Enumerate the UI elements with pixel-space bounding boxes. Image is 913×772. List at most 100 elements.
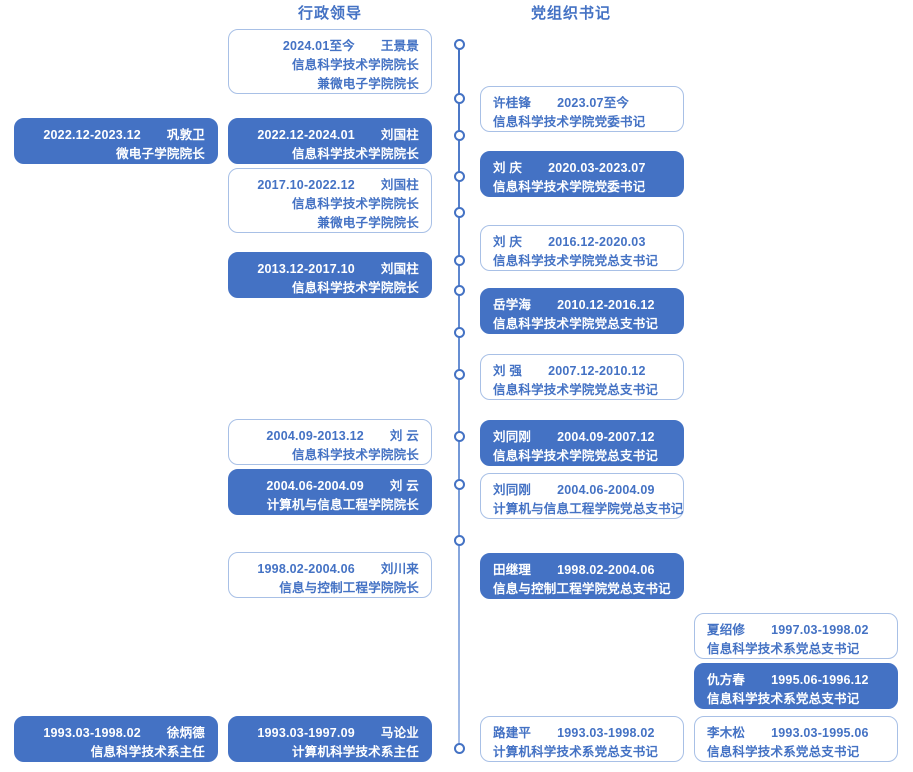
card-role-secondary: 兼微电子学院院长 [317, 216, 419, 230]
timeline-node-8 [454, 369, 465, 380]
timeline-node-2 [454, 130, 465, 141]
card-headline: 2022.12-2024.01 刘国柱 [241, 126, 419, 145]
card-period: 1995.06-1996.12 [771, 673, 869, 687]
timeline-node-6 [454, 285, 465, 296]
card-period: 2023.07至今 [557, 96, 630, 110]
timeline-card-liu-qing-2020[interactable]: 刘 庆 2020.03-2023.07 信息科学技术学院党委书记 [480, 151, 684, 197]
card-period: 2004.06-2004.09 [557, 483, 655, 497]
card-period: 2020.03-2023.07 [548, 161, 646, 175]
card-headline: 刘同刚 2004.06-2004.09 [493, 481, 671, 500]
card-name: 刘 云 [389, 429, 419, 443]
card-role: 信息科学技术系党总支书记 [707, 692, 860, 706]
timeline-node-5 [454, 255, 465, 266]
card-name: 刘国柱 [380, 262, 419, 276]
card-role: 信息科学技术学院院长 [291, 147, 419, 161]
timeline-node-0 [454, 39, 465, 50]
timeline-card-qiu-fangchun[interactable]: 仇方春 1995.06-1996.12 信息科学技术系党总支书记 [694, 663, 898, 709]
card-role: 信息与控制工程学院党总支书记 [493, 582, 671, 596]
timeline-card-xu-bingde[interactable]: 1993.03-1998.02 徐炳德信息科学技术系主任 [14, 716, 218, 762]
card-role: 信息科学技术系党总支书记 [707, 642, 860, 656]
card-headline: 田继理 1998.02-2004.06 [493, 561, 671, 580]
card-period: 2016.12-2020.03 [548, 235, 646, 249]
timeline-card-liu-guozhu-2022[interactable]: 2022.12-2024.01 刘国柱信息科学技术学院院长 [228, 118, 432, 164]
card-role: 信息科学技术学院院长 [291, 197, 419, 211]
timeline-node-11 [454, 535, 465, 546]
card-name: 马论业 [380, 726, 419, 740]
card-role-secondary: 兼微电子学院院长 [317, 77, 419, 91]
card-name: 刘 庆 [493, 161, 523, 175]
card-headline: 2004.09-2013.12 刘 云 [241, 427, 419, 446]
card-name: 刘 云 [389, 479, 419, 493]
card-role: 计算机科学技术系党总支书记 [493, 745, 659, 759]
card-role: 信息科学技术学院党委书记 [493, 180, 646, 194]
card-period: 1997.03-1998.02 [771, 623, 869, 637]
timeline-card-liu-chuanlai[interactable]: 1998.02-2004.06 刘川来信息与控制工程学院院长 [228, 552, 432, 598]
card-period: 1998.02-2004.06 [557, 563, 655, 577]
card-period: 1993.03-1995.06 [771, 726, 869, 740]
timeline-card-tian-jili[interactable]: 田继理 1998.02-2004.06 信息与控制工程学院党总支书记 [480, 553, 684, 599]
card-period: 2004.09-2013.12 [266, 429, 364, 443]
card-name: 仇方春 [707, 673, 746, 687]
card-period: 2022.12-2023.12 [43, 128, 141, 142]
card-role: 信息科学技术学院党总支书记 [493, 254, 659, 268]
card-name: 刘同刚 [493, 430, 532, 444]
card-name: 王景景 [380, 39, 419, 53]
card-period: 2022.12-2024.01 [257, 128, 355, 142]
card-role: 信息科学技术学院党总支书记 [493, 383, 659, 397]
card-period: 2004.09-2007.12 [557, 430, 655, 444]
card-role: 微电子学院院长 [116, 147, 205, 161]
timeline-card-liu-tonggang-2004-06[interactable]: 刘同刚 2004.06-2004.09 计算机与信息工程学院党总支书记 [480, 473, 684, 519]
card-role: 计算机与信息工程学院院长 [266, 498, 419, 512]
timeline-card-liu-yun-2004-09[interactable]: 2004.09-2013.12 刘 云信息科学技术学院院长 [228, 419, 432, 465]
timeline-node-12 [454, 743, 465, 754]
timeline-card-wang-jingjing[interactable]: 2024.01至今王景景信息科学技术学院院长兼微电子学院院长 [228, 29, 432, 94]
timeline-card-xia-shaoxiu[interactable]: 夏绍修 1997.03-1998.02 信息科学技术系党总支书记 [694, 613, 898, 659]
card-headline: 刘 庆 2020.03-2023.07 [493, 159, 671, 178]
card-period: 2024.01至今 [282, 39, 355, 53]
card-period: 1993.03-1998.02 [43, 726, 141, 740]
card-period: 1998.02-2004.06 [257, 562, 355, 576]
card-name: 夏绍修 [707, 623, 746, 637]
card-name: 刘国柱 [380, 128, 419, 142]
card-name: 徐炳德 [166, 726, 205, 740]
card-headline: 许桂锋 2023.07至今 [493, 94, 671, 113]
card-name: 刘同刚 [493, 483, 532, 497]
card-name: 刘川来 [380, 562, 419, 576]
card-name: 田继理 [493, 563, 532, 577]
card-role: 信息科学技术系主任 [90, 745, 205, 759]
card-name: 许桂锋 [493, 96, 532, 110]
timeline-node-7 [454, 327, 465, 338]
timeline-node-9 [454, 431, 465, 442]
card-headline: 夏绍修 1997.03-1998.02 [707, 621, 885, 640]
card-role: 计算机科学技术系主任 [291, 745, 419, 759]
column-header-admin: 行政领导 [298, 5, 363, 22]
card-headline: 仇方春 1995.06-1996.12 [707, 671, 885, 690]
card-role: 信息与控制工程学院院长 [279, 581, 419, 595]
column-header-party: 党组织书记 [531, 5, 612, 22]
card-name: 岳学海 [493, 298, 532, 312]
timeline-node-4 [454, 207, 465, 218]
card-role: 计算机与信息工程学院党总支书记 [493, 502, 684, 516]
card-name: 刘国柱 [380, 178, 419, 192]
card-role: 信息科学技术学院院长 [291, 448, 419, 462]
